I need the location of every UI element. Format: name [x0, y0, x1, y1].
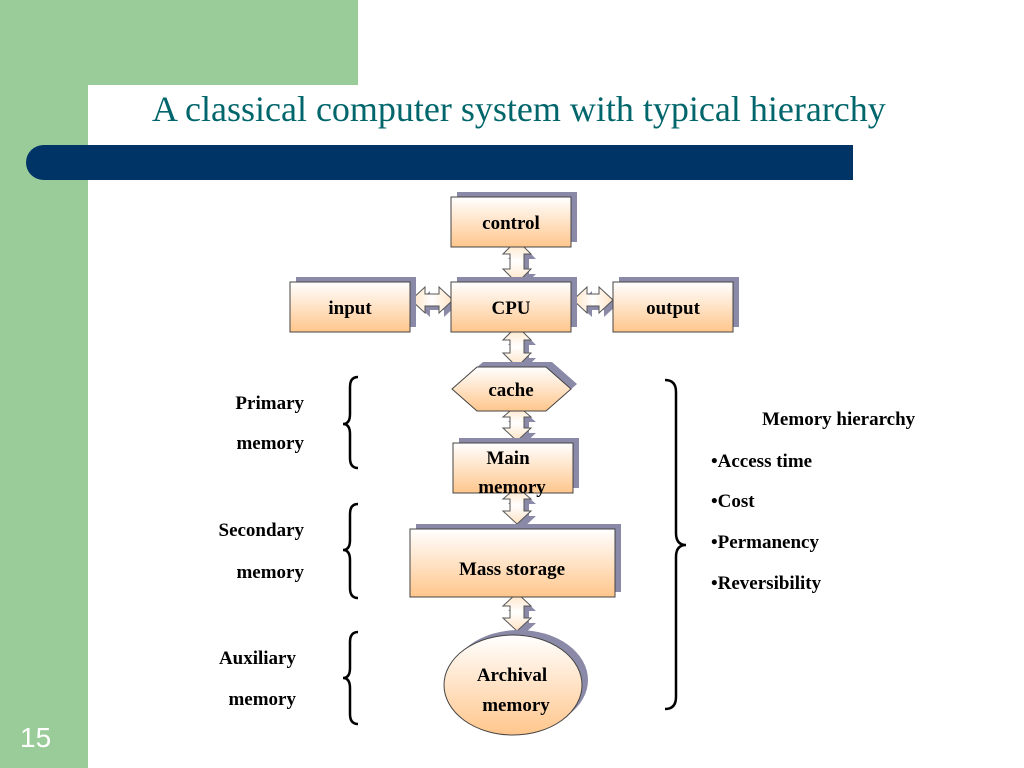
slide-title: A classical computer system with typical… [152, 89, 886, 129]
secondary-memory-brace [342, 502, 359, 600]
arrow-cpu-output [572, 285, 618, 317]
node-control-label: control [482, 213, 540, 234]
node-cache-label: cache [488, 380, 533, 401]
node-input: input [289, 277, 416, 333]
background-sidebar [0, 0, 88, 768]
arrow-mass-storage-archival [501, 592, 536, 636]
primary-memory-label-line2: memory [236, 433, 304, 454]
arrow-input-cpu [410, 285, 458, 317]
secondary-memory-label-line2: memory [236, 562, 304, 583]
node-archival-memory: Archival memory [443, 630, 588, 736]
node-cpu: CPU [450, 277, 577, 333]
node-archival-memory-label-line2: memory [482, 695, 550, 716]
property-item: •Permanency [711, 532, 819, 553]
auxiliary-memory-label-line2: memory [228, 689, 296, 710]
title-underline-bar [26, 145, 853, 180]
node-archival-memory-label-line1: Archival [477, 665, 547, 686]
auxiliary-memory-label-line1: Auxiliary [219, 648, 297, 669]
node-control: control [450, 192, 577, 248]
node-main-memory: Main memory [452, 438, 579, 498]
auxiliary-memory-brace [342, 630, 359, 726]
background-top-band [0, 0, 358, 85]
node-main-memory-label-line1: Main [486, 448, 530, 469]
node-mass-storage-label: Mass storage [459, 559, 565, 580]
primary-memory-brace [342, 375, 359, 470]
property-item: •Access time [711, 451, 812, 472]
secondary-memory-label-line1: Secondary [219, 520, 305, 541]
node-output-label: output [646, 298, 701, 319]
memory-hierarchy-brace [664, 378, 687, 711]
node-mass-storage: Mass storage [409, 524, 621, 598]
node-output: output [612, 277, 739, 333]
memory-hierarchy-heading: Memory hierarchy [762, 409, 916, 430]
primary-memory-label-line1: Primary [235, 393, 304, 414]
property-item: •Cost [711, 491, 755, 512]
node-cpu-label: CPU [491, 298, 530, 319]
node-cache: cache [451, 362, 577, 412]
node-input-label: input [328, 298, 372, 319]
slide-number: 15 [20, 722, 52, 753]
property-item: •Reversibility [711, 573, 822, 594]
arrow-cpu-cache [501, 325, 536, 372]
node-main-memory-label-line2: memory [478, 477, 546, 498]
